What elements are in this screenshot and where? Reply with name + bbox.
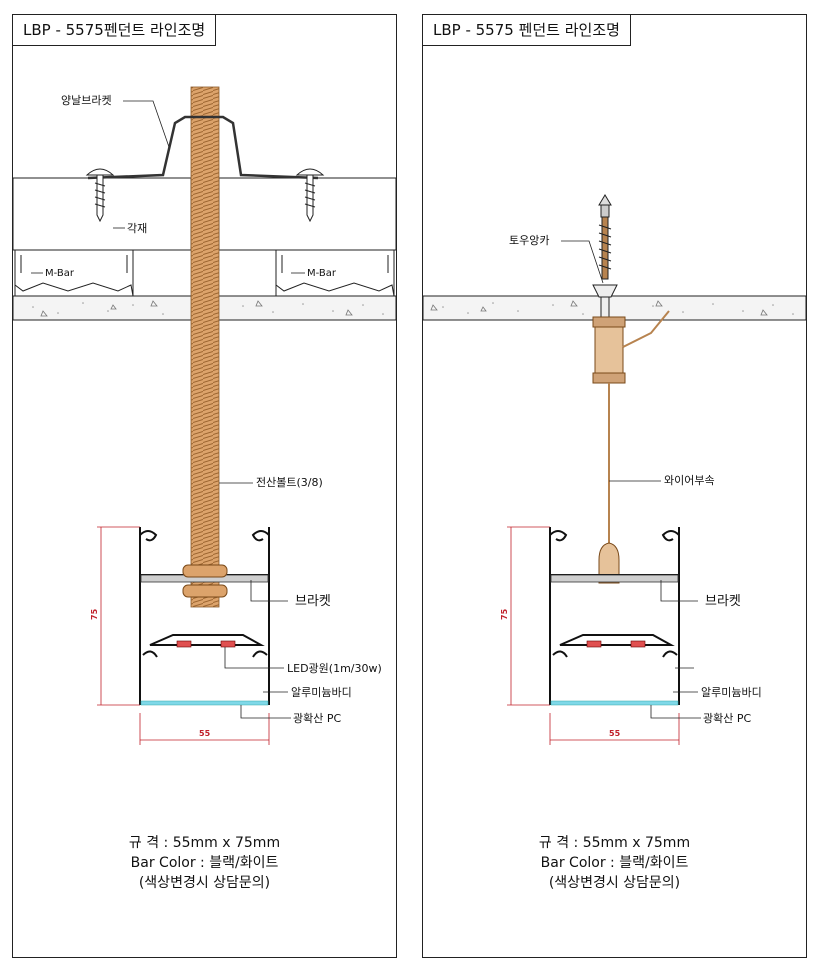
double-wing-bracket — [87, 115, 319, 180]
leader-lines — [561, 240, 701, 719]
label-bracket: 브라켓 — [705, 594, 741, 609]
label-wire-fitting: 와이어부속 — [664, 474, 715, 487]
label-m-bar-right: M-Bar — [307, 268, 337, 279]
threaded-rod — [190, 86, 220, 608]
label-threaded-bolt: 전산볼트(3/8) — [256, 476, 323, 489]
wire-gripper — [598, 542, 620, 584]
right-panel-title: LBP - 5575 펜던트 라인조명 — [423, 15, 631, 46]
toggle-anchor — [592, 194, 618, 318]
label-double-wing-bracket: 양날브라켓 — [61, 94, 112, 107]
label-led: LED광원(1m/30w) — [287, 662, 382, 675]
spec-color: Bar Color : 블랙/화이트 — [540, 855, 689, 871]
bracket-plate — [550, 574, 679, 583]
label-m-bar-left: M-Bar — [45, 268, 75, 279]
left-specs: 규 격 : 55mm x 75mm Bar Color : 블랙/화이트 (색상… — [13, 833, 396, 893]
dimension-lines — [507, 526, 680, 745]
right-specs: 규 격 : 55mm x 75mm Bar Color : 블랙/화이트 (색상… — [423, 833, 806, 893]
label-bracket: 브라켓 — [295, 594, 331, 609]
left-installation-drawing: 75 55 양날브라켓 각재 M-Bar M-Bar 전산볼트(3/8) 브라켓… — [13, 86, 396, 745]
diffuser-pc — [140, 700, 269, 706]
screw-left — [85, 168, 115, 223]
right-drawing-panel: LBP - 5575 펜던트 라인조명 — [422, 14, 807, 958]
leader-lines — [31, 100, 305, 719]
left-panel-title: LBP - 5575펜던트 라인조명 — [13, 15, 217, 46]
led-module — [586, 640, 646, 648]
spec-color: Bar Color : 블랙/화이트 — [130, 855, 279, 871]
ceiling-canopy — [592, 310, 670, 384]
label-wood: 각재 — [127, 222, 147, 235]
label-diffuser: 광확산 PC — [703, 712, 751, 725]
right-installation-drawing: 75 55 토우앙카 와이어부속 브라켓 알루미늄바디 광확산 PC — [423, 194, 806, 745]
left-drawing-panel: LBP - 5575펜던트 라인조명 — [12, 14, 397, 958]
spec-size: 규 격 : 55mm x 75mm — [538, 835, 691, 851]
screw-right — [295, 168, 325, 223]
label-aluminum-body: 알루미늄바디 — [701, 685, 762, 699]
hex-nuts — [182, 564, 228, 598]
label-aluminum-body: 알루미늄바디 — [291, 685, 352, 699]
width-dimension: 55 — [199, 729, 211, 738]
diffuser-pc — [550, 700, 679, 706]
label-diffuser: 광확산 PC — [293, 712, 341, 725]
spec-note: (색상변경시 상담문의) — [548, 875, 681, 891]
concrete-slab — [423, 295, 806, 321]
spec-size: 규 격 : 55mm x 75mm — [128, 835, 281, 851]
label-toggle-anchor: 토우앙카 — [509, 234, 549, 247]
height-dimension: 75 — [90, 608, 99, 620]
led-module — [176, 640, 236, 648]
spec-note: (색상변경시 상담문의) — [138, 875, 271, 891]
width-dimension: 55 — [609, 729, 621, 738]
height-dimension: 75 — [500, 608, 509, 620]
